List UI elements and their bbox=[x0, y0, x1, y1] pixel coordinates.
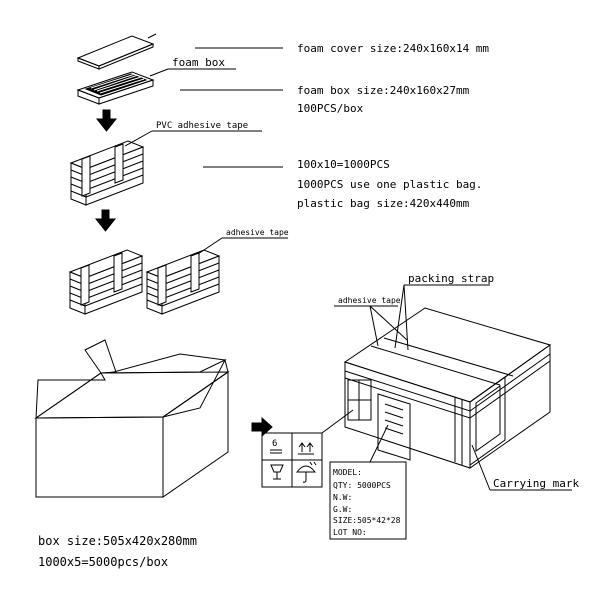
adhesive-tape-label-2: adhesive tape bbox=[338, 296, 401, 305]
mark-model: MODEL: bbox=[333, 468, 362, 477]
foam-box-leader-up bbox=[149, 68, 169, 77]
arrow-right-icon bbox=[251, 416, 273, 438]
bag-size-spec: plastic bag size:420x440mm bbox=[297, 197, 470, 210]
shipping-marks: MODEL: QTY: 5000PCS N.W: G.W: SIZE:505*4… bbox=[329, 461, 407, 540]
keep-dry-umbrella-icon bbox=[295, 461, 317, 483]
mark-lot: LOT NO: bbox=[333, 528, 367, 537]
pvc-tape-label: PVC adhesive tape bbox=[156, 121, 248, 131]
packing-strap-label: packing strap bbox=[408, 272, 494, 285]
this-way-up-icon bbox=[298, 442, 314, 455]
foam-box bbox=[76, 71, 155, 105]
pcs-per-carton-text: 1000x5=5000pcs/box bbox=[38, 555, 168, 569]
pvc-tape-leader bbox=[124, 130, 153, 147]
mark-size: SIZE:505*42*28 bbox=[333, 516, 401, 525]
arrow-down-2-icon bbox=[94, 209, 117, 232]
adhesive-tape-leader-2a bbox=[369, 305, 379, 347]
adhesive-tape-label-1: adhesive tape bbox=[226, 228, 289, 237]
stack-limit-icon: 6 bbox=[270, 439, 282, 454]
marking-leader-2 bbox=[369, 424, 389, 463]
packing-strap-leader-a bbox=[394, 284, 405, 349]
double-stack-right bbox=[145, 249, 221, 315]
box-size-text: box size:505x420x280mm bbox=[38, 534, 197, 548]
mark-gw: G.W: bbox=[333, 505, 352, 514]
foam-cover bbox=[76, 33, 157, 70]
foam-box-label: foam box bbox=[172, 56, 225, 69]
mark-nw: N.W: bbox=[333, 493, 352, 502]
handling-symbols bbox=[261, 432, 323, 488]
foam-cover-spec: foam cover size:240x160x14 mm bbox=[297, 42, 489, 55]
closed-carton bbox=[343, 307, 552, 469]
count-spec: 100x10=1000PCS bbox=[297, 158, 390, 171]
pcs-per-box-spec: 100PCS/box bbox=[297, 102, 364, 115]
packing-strap-leader-b bbox=[403, 284, 409, 351]
adhesive-tape-leader-1 bbox=[197, 237, 223, 255]
adhesive-tape-leader-2b bbox=[369, 305, 408, 341]
foam-box-spec: foam box size:240x160x27mm bbox=[297, 84, 470, 97]
double-stack-left bbox=[68, 249, 144, 315]
arrow-down-1-icon bbox=[95, 109, 118, 132]
carrying-mark-leader bbox=[471, 444, 491, 491]
fragile-glass-icon bbox=[270, 464, 284, 480]
marking-leader-1 bbox=[321, 409, 354, 434]
svg-text:6: 6 bbox=[272, 439, 277, 449]
carrying-mark-label: Carrying mark bbox=[493, 477, 579, 490]
foam-box-stack bbox=[69, 140, 145, 206]
mark-qty: QTY: 5000PCS bbox=[333, 481, 391, 490]
open-carton bbox=[34, 339, 230, 498]
bag-use-spec: 1000PCS use one plastic bag. bbox=[297, 178, 482, 191]
